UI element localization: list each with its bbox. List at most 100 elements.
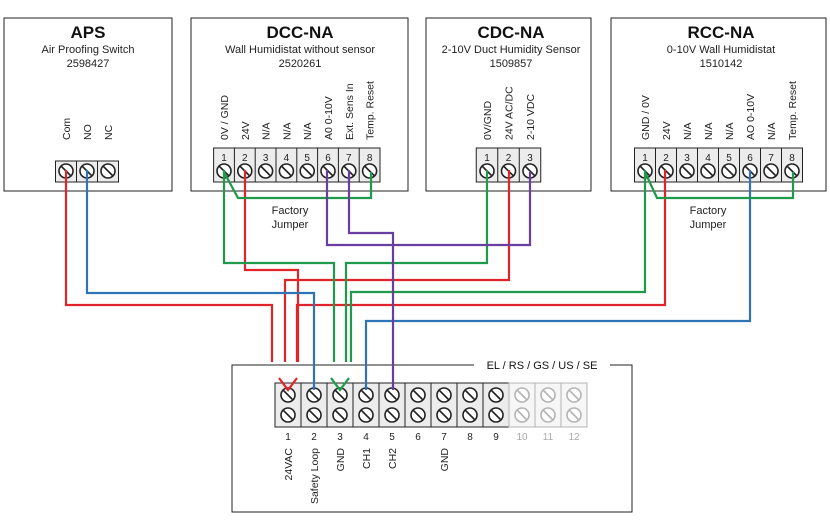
rcc-terminal-number: 7 — [768, 153, 774, 164]
cdc-screw-icon — [522, 163, 538, 179]
controller-terminal-number: 11 — [543, 432, 554, 443]
cdc-description: 2-10V Duct Humidity Sensor — [442, 44, 581, 56]
dcc-terminal-label: Temp. Reset — [365, 81, 377, 140]
controller-terminal-number: 7 — [441, 432, 447, 443]
dcc-terminal-number: 6 — [325, 153, 331, 164]
controller-terminal-number: 2 — [311, 432, 317, 443]
rcc-terminal-label: N/A — [766, 122, 778, 140]
controller-terminal-number: 9 — [493, 432, 499, 443]
dcc-terminal-number: 8 — [367, 153, 373, 164]
controller-terminal-label: CH1 — [361, 448, 373, 469]
controller-terminal-label: GND — [439, 448, 451, 472]
dcc-terminal-label: A0 0-10V — [323, 96, 335, 140]
rcc-terminal-label: GND / 0V — [640, 95, 652, 140]
controller-screw-icon — [540, 387, 556, 403]
controller-screw-icon — [540, 407, 556, 423]
dcc-description: Wall Humidistat without sensor — [225, 44, 375, 56]
controller-screw-icon — [332, 387, 348, 403]
controller-screw-icon — [566, 407, 582, 423]
rcc-jumper-label-line1: Factory — [690, 205, 727, 217]
dcc-screw-icon — [361, 163, 378, 179]
dcc-terminal-label: N/A — [281, 122, 293, 140]
controller-screw-icon — [566, 387, 582, 403]
controller-terminal-label: GND — [335, 448, 347, 472]
rcc-jumper-label-line2: Jumper — [690, 219, 727, 231]
controller-screw-icon — [462, 407, 478, 423]
cdc-terminal-label: 0V/GND — [482, 100, 494, 140]
rcc-terminal-number: 3 — [684, 153, 690, 164]
wire-green-cdc-gnd — [344, 170, 489, 362]
cdc-terminal-number: 2 — [506, 153, 512, 164]
cdc-terminal-number: 3 — [527, 153, 533, 164]
controller-terminal-number: 10 — [516, 432, 528, 443]
cdc-terminal-label: 24V AC/DC — [504, 86, 516, 140]
rcc-terminal-number: 2 — [663, 153, 669, 164]
controller-screw-icon — [280, 407, 296, 423]
controller-screw-icon — [514, 387, 530, 403]
rcc-factory-jumper — [644, 171, 795, 200]
aps-title: APS — [71, 23, 106, 42]
controller-screw-icon — [332, 407, 348, 423]
rcc-terminal-label: N/A — [682, 122, 694, 140]
controller-terminal-number: 12 — [568, 432, 580, 443]
wire-red-arrow — [278, 377, 298, 392]
dcc-jumper-label-line2: Jumper — [272, 219, 309, 231]
dcc-terminal-label: N/A — [302, 122, 314, 140]
rcc-terminal-number: 8 — [789, 153, 795, 164]
controller-terminal-label: Safety Loop — [309, 448, 321, 504]
dcc-screw-icon — [299, 163, 316, 179]
wire-green-rcc-gnd — [349, 170, 647, 362]
controller-terminal-label: 24VAC — [283, 448, 295, 481]
wire-red-rcc-24v — [295, 170, 667, 362]
dcc-screw-icon — [257, 163, 274, 179]
controller-terminal-number: 1 — [285, 432, 291, 443]
controller-screw-icon — [462, 387, 478, 403]
controller-header: EL / RS / GS / US / SE — [487, 360, 598, 372]
rcc-screw-icon — [784, 163, 800, 179]
dcc-terminal-label: N/A — [261, 122, 273, 140]
controller-terminal-number: 8 — [467, 432, 473, 443]
dcc-terminal-label: 24V — [240, 121, 252, 140]
controller-screw-icon — [514, 407, 530, 423]
rcc-screw-icon — [721, 163, 737, 179]
controller-screw-icon — [436, 407, 452, 423]
rcc-terminal-label: AO 0-10V — [745, 94, 757, 140]
controller-terminal-number: 6 — [415, 432, 421, 443]
rcc-terminal-label: 24V — [661, 121, 673, 140]
dcc-factory-jumper — [223, 171, 373, 200]
controller-terminal-number: 5 — [389, 432, 395, 443]
wire-red-aps-com — [64, 170, 274, 362]
dcc-title: DCC-NA — [266, 23, 333, 42]
wire-purple-dcc-ext — [347, 170, 395, 390]
wires — [64, 170, 795, 392]
rcc-terminal-number: 4 — [705, 153, 711, 164]
dcc-terminal-label: Ext. Sens In — [344, 83, 356, 140]
dcc-terminal-label: 0V / GND — [219, 95, 231, 140]
controller-screw-icon — [384, 387, 400, 403]
rcc-terminal-number: 5 — [726, 153, 732, 164]
cdc-terminal-label: 2-10 VDC — [525, 93, 537, 140]
dcc-terminal-number: 7 — [346, 153, 352, 164]
cdc-title: CDC-NA — [477, 23, 544, 42]
rcc-screw-icon — [679, 163, 695, 179]
controller-header-bg — [474, 357, 610, 373]
rcc-screw-icon — [700, 163, 716, 179]
wire-blue-aps-no — [85, 170, 316, 390]
dcc-part-number: 2520261 — [279, 58, 322, 70]
wire-blue-rcc-ao — [364, 170, 752, 390]
aps-terminal-label: NO — [82, 124, 94, 140]
dcc-terminal-number: 5 — [304, 153, 310, 164]
controller-screw-icon — [488, 387, 504, 403]
controller-screw-icon — [358, 387, 374, 403]
controller-screw-icon — [280, 387, 296, 403]
dcc-terminal-number: 3 — [263, 153, 269, 164]
controller-screw-icon — [358, 407, 374, 423]
rcc-terminal-label: Temp. Reset — [787, 81, 799, 140]
controller-screw-icon — [306, 407, 322, 423]
dcc-terminal-number: 4 — [284, 153, 290, 164]
aps-part-number: 2598427 — [67, 58, 110, 70]
wire-red-cdc-24v — [283, 170, 511, 362]
rcc-part-number: 1510142 — [700, 58, 743, 70]
